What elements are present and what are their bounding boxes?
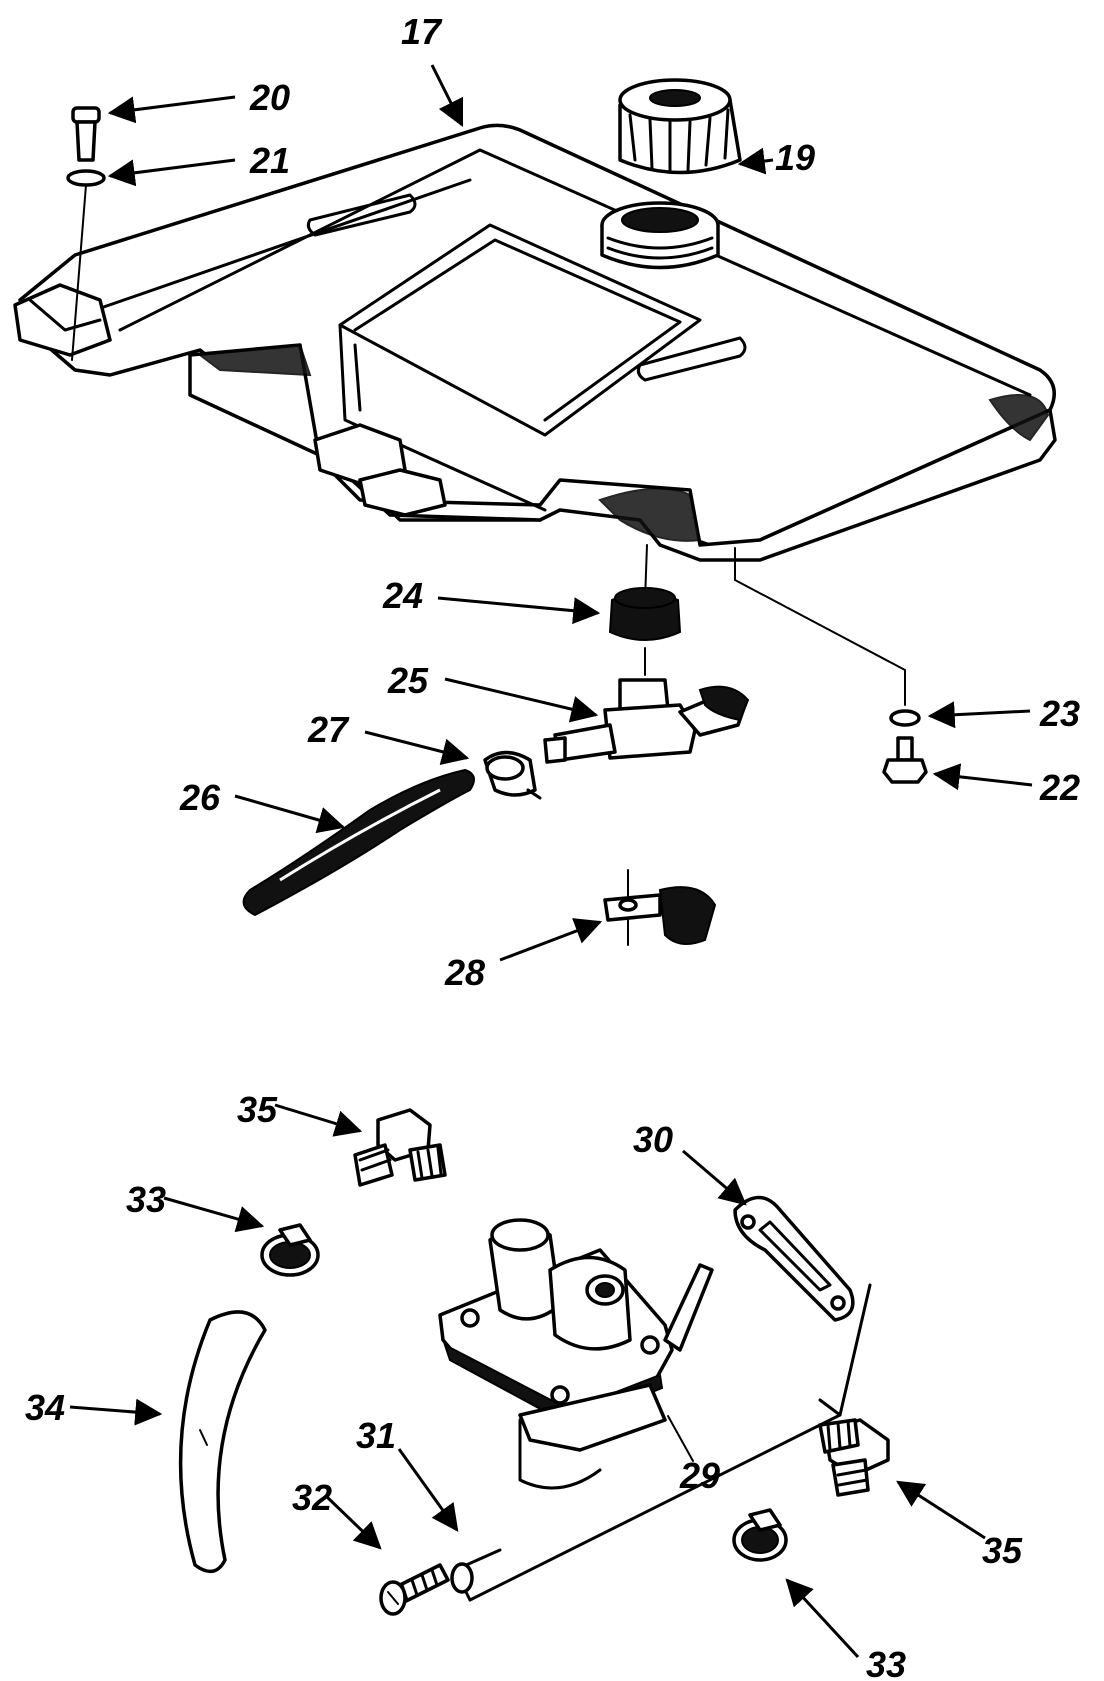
clamp-33-bottom: [732, 1508, 788, 1562]
clamp-27: [483, 750, 542, 800]
callout-32: 32: [292, 1477, 332, 1518]
screw-32: [379, 1562, 474, 1616]
screw-20: [66, 106, 106, 361]
callout-22: 22: [1039, 767, 1080, 808]
callout-17: 17: [401, 11, 443, 52]
nut-24: [608, 544, 682, 676]
callout-33-bottom: 33: [866, 1644, 906, 1681]
hose-34: [178, 1310, 267, 1574]
elbow-35-right: [818, 1418, 890, 1497]
callout-23: 23: [1039, 693, 1080, 734]
callout-35-top: 35: [237, 1089, 278, 1130]
clip-28: [603, 869, 717, 946]
callout-30: 30: [633, 1119, 673, 1160]
valve-25: [543, 678, 750, 764]
callout-29: 29: [679, 1455, 720, 1496]
callout-28: 28: [444, 952, 485, 993]
callout-21: 21: [249, 140, 290, 181]
callout-33-top: 33: [126, 1179, 166, 1220]
callout-labels: 17 19 20 21 22 23 24 25 26 27 28 29 30 3…: [25, 11, 1080, 1681]
callout-34: 34: [25, 1387, 65, 1428]
clamp-33-top: [260, 1223, 320, 1277]
callout-24: 24: [382, 575, 423, 616]
callout-26: 26: [179, 777, 221, 818]
callout-20: 20: [249, 77, 290, 118]
filler-cap: [618, 78, 742, 175]
callout-27: 27: [307, 709, 350, 750]
screw-22: [734, 547, 928, 784]
fuel-tank: [13, 123, 1057, 562]
fuel-pump-29: [438, 1195, 872, 1602]
elbow-35-top: [353, 1108, 447, 1187]
callout-25: 25: [387, 660, 429, 701]
callout-31: 31: [356, 1415, 396, 1456]
hose-26: [242, 768, 475, 917]
callout-19: 19: [775, 137, 815, 178]
leader-lines: [69, 64, 1033, 1659]
callout-35-right: 35: [982, 1530, 1023, 1571]
